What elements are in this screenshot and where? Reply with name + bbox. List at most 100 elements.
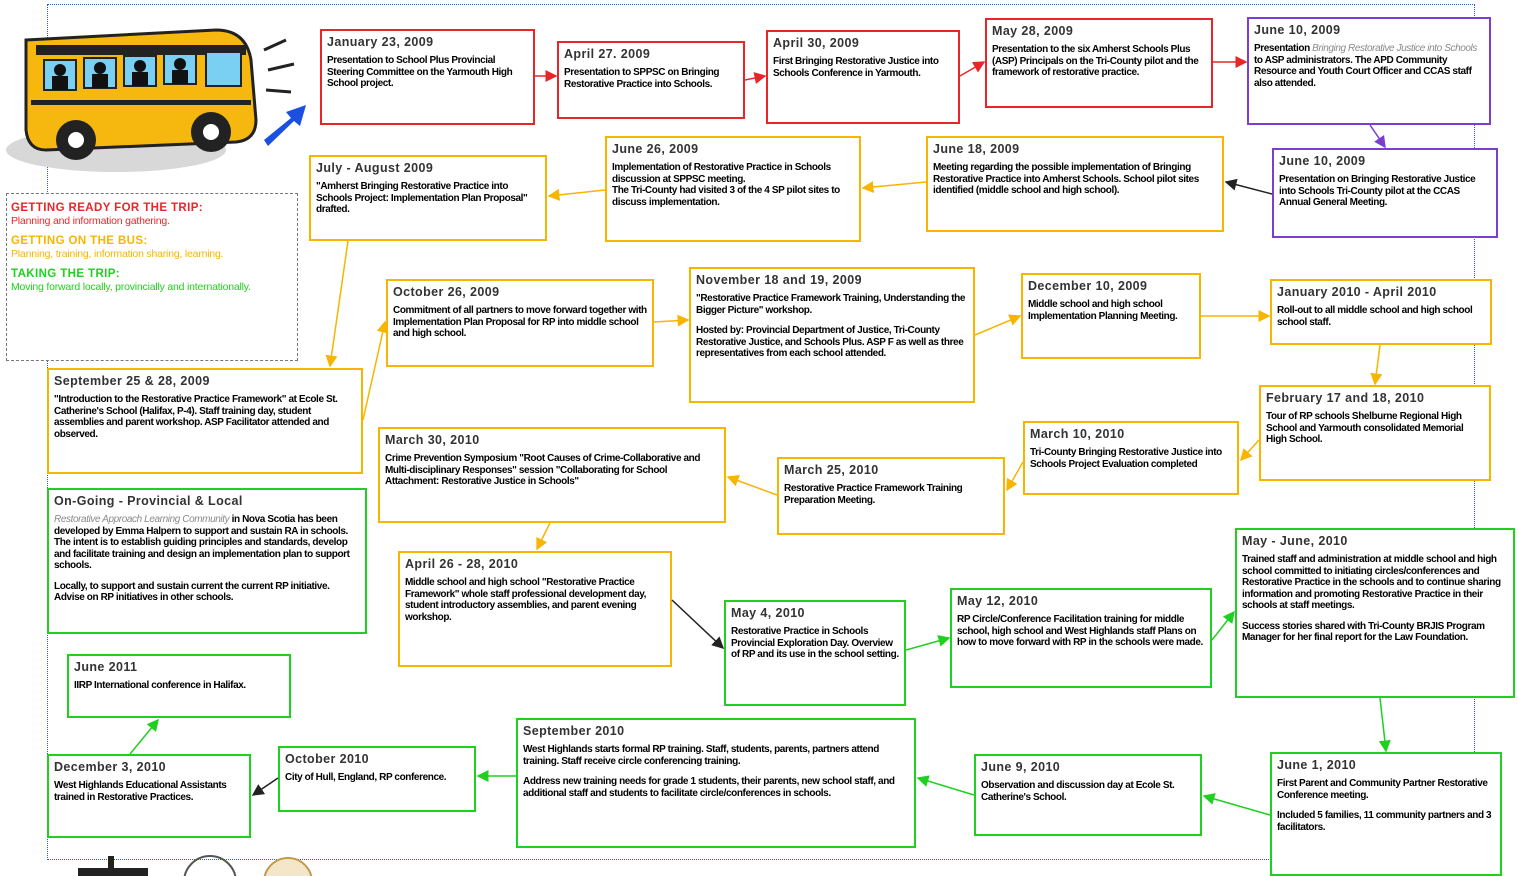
event-date: March 10, 2010 — [1030, 427, 1125, 441]
event-text-2: Hosted by: Provincial Department of Just… — [696, 325, 964, 359]
event-date: April 30, 2009 — [773, 36, 860, 50]
event-date: October 26, 2009 — [393, 285, 500, 299]
legend-heading-trip: TAKING THE TRIP: — [11, 268, 121, 280]
event-apr30-2009: April 30, 2009 First Bringing Restorativ… — [766, 30, 960, 124]
event-text: First Parent and Community Partner Resto… — [1277, 778, 1488, 801]
event-text: IIRP International conference in Halifax… — [74, 680, 246, 691]
arrow — [325, 240, 349, 368]
event-text: City of Hull, England, RP conference. — [285, 772, 447, 783]
arrow — [1370, 344, 1383, 386]
event-date: June 18, 2009 — [933, 142, 1020, 156]
event-apr27-2009: April 27. 2009 Presentation to SPPSC on … — [557, 41, 745, 119]
event-date: July - August 2009 — [316, 161, 434, 175]
event-text: Meeting regarding the possible implement… — [933, 162, 1199, 196]
arrow — [861, 181, 927, 193]
event-feb17-2010: February 17 and 18, 2010 Tour of RP scho… — [1259, 385, 1491, 481]
arrow — [653, 314, 690, 327]
event-mar10-2010: March 10, 2010 Tri-County Bringing Resto… — [1023, 421, 1239, 495]
event-mar25-2010: March 25, 2010 Restorative Practice Fram… — [777, 457, 1005, 535]
event-jan23-2009: January 23, 2009 Presentation to School … — [320, 29, 535, 125]
event-text: Implementation of Restorative Practice i… — [612, 162, 840, 208]
event-text: "Restorative Practice Framework Training… — [696, 293, 965, 316]
arrow — [362, 320, 389, 421]
arrow — [1006, 461, 1024, 492]
arrow — [1369, 124, 1386, 149]
event-date: January 23, 2009 — [327, 35, 434, 49]
event-may28-2009: May 28, 2009 Presentation to the six Amh… — [985, 18, 1213, 108]
organization-logo-icon — [78, 856, 148, 876]
arrow — [1239, 439, 1260, 462]
event-date: October 2010 — [285, 752, 370, 766]
arrow — [1202, 793, 1271, 816]
event-mar30-2010: March 30, 2010 Crime Prevention Symposiu… — [378, 427, 726, 523]
event-apr26-2010: April 26 - 28, 2010 Middle school and hi… — [398, 551, 672, 667]
legend-text-bus: Planning, training, information sharing,… — [11, 248, 224, 260]
event-date: June 1, 2010 — [1277, 758, 1357, 772]
arrow — [251, 777, 279, 796]
event-text: Crime Prevention Symposium "Root Causes … — [385, 453, 701, 487]
event-text: West Highlands Educational Assistants tr… — [54, 780, 227, 803]
event-text: Tour of RP schools Shelburne Regional Hi… — [1266, 411, 1464, 445]
event-date: December 10, 2009 — [1028, 279, 1148, 293]
event-date: March 30, 2010 — [385, 433, 480, 447]
event-date: December 3, 2010 — [54, 760, 167, 774]
event-text: Restorative Practice Framework Training … — [784, 483, 963, 506]
event-date: April 27. 2009 — [564, 47, 651, 61]
event-date: September 2010 — [523, 724, 625, 738]
arrow — [1224, 178, 1273, 195]
event-date: May - June, 2010 — [1242, 534, 1348, 548]
legend-text-trip: Moving forward locally, provincially and… — [11, 281, 251, 293]
arrow — [671, 599, 725, 650]
event-text: "Amherst Bringing Restorative Practice i… — [316, 181, 528, 215]
event-may4-2010: May 4, 2010 Restorative Practice in Scho… — [724, 600, 906, 706]
event-jun10-2009-ccas: June 10, 2009 Presentation on Bringing R… — [1272, 148, 1498, 238]
event-text: First Bringing Restorative Justice into … — [773, 56, 939, 79]
legend-heading-ready: GETTING READY FOR THE TRIP: — [11, 202, 204, 214]
event-date: November 18 and 19, 2009 — [696, 273, 862, 287]
event-text: Presentation Bringing Restorative Justic… — [1254, 43, 1477, 89]
arrow — [726, 474, 778, 496]
legend-box: GETTING READY FOR THE TRIP: Planning and… — [6, 193, 298, 361]
event-dec10-2009: December 10, 2009 Middle school and high… — [1021, 273, 1201, 359]
event-jun18-2009: June 18, 2009 Meeting regarding the poss… — [926, 136, 1224, 232]
event-text: Presentation to the six Amherst Schools … — [992, 44, 1199, 78]
event-text: "Introduction to the Restorative Practic… — [54, 394, 338, 440]
event-text: Presentation on Bringing Restorative Jus… — [1279, 174, 1476, 208]
partner-logos — [78, 855, 313, 876]
event-sep25-2009: September 25 & 28, 2009 "Introduction to… — [47, 368, 363, 474]
event-date: June 10, 2009 — [1279, 154, 1366, 168]
event-jun1-2010: June 1, 2010 First Parent and Community … — [1270, 752, 1502, 876]
event-text: Middle school and high school Implementa… — [1028, 299, 1178, 322]
event-may12-2010: May 12, 2010 RP Circle/Conference Facili… — [950, 588, 1212, 688]
event-may-jun-2010: May - June, 2010 Trained staff and admin… — [1235, 528, 1515, 698]
event-text: Restorative Approach Learning Community … — [54, 514, 350, 571]
event-text: Presentation to School Plus Provincial S… — [327, 55, 513, 89]
event-date: June 26, 2009 — [612, 142, 699, 156]
arrow — [959, 61, 986, 77]
event-text: Presentation to SPPSC on Bringing Restor… — [564, 67, 720, 90]
arrow — [547, 188, 606, 201]
event-date: On-Going - Provincial & Local — [54, 494, 243, 508]
school-bus-icon — [6, 28, 306, 172]
event-jun-2011: June 2011 IIRP International conference … — [67, 654, 291, 718]
event-date: May 12, 2010 — [957, 594, 1039, 608]
legend-heading-bus: GETTING ON THE BUS: — [11, 235, 148, 247]
event-text-2: Locally, to support and sustain current … — [54, 580, 330, 604]
event-text-2: Address new training needs for grade 1 s… — [523, 776, 895, 799]
event-nov18-2009: November 18 and 19, 2009 "Restorative Pr… — [689, 267, 975, 403]
arrow — [974, 314, 1022, 336]
event-ongoing: On-Going - Provincial & Local Restorativ… — [47, 488, 367, 634]
event-date: May 4, 2010 — [731, 606, 805, 620]
emblem-logo-icon — [263, 857, 313, 876]
event-date: June 2011 — [74, 660, 138, 674]
event-date: June 9, 2010 — [981, 760, 1061, 774]
seal-logo-icon — [183, 855, 237, 876]
event-text: Middle school and high school "Restorati… — [405, 577, 647, 623]
event-text: Roll-out to all middle school and high s… — [1277, 305, 1473, 328]
legend-text-ready: Planning and information gathering. — [11, 215, 170, 227]
event-jun9-2010: June 9, 2010 Observation and discussion … — [974, 754, 1202, 836]
arrow — [1378, 697, 1391, 753]
event-text-2: Included 5 families, 11 community partne… — [1277, 810, 1492, 833]
event-date: January 2010 - April 2010 — [1277, 285, 1437, 299]
